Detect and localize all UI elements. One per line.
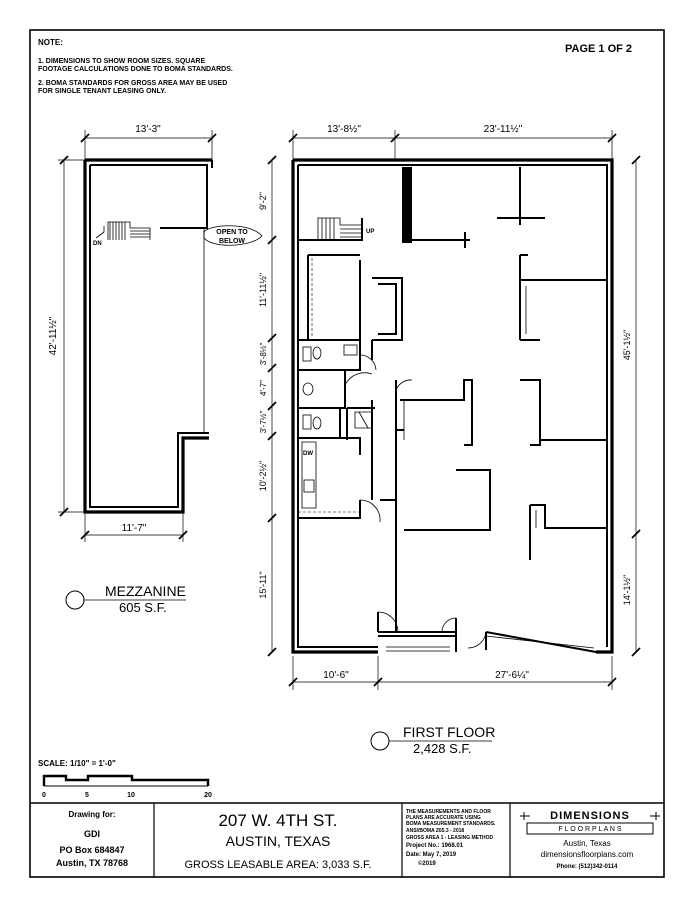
ff-title: FIRST FLOOR (403, 724, 495, 740)
ff-dim-left-2: 11'-11½" (258, 273, 268, 307)
drawing-for-label: Drawing for: (68, 810, 115, 819)
ff-dim-right-2: 14'-1½" (622, 575, 632, 605)
gross-leasable-area: GROSS LEASABLE AREA: 3,033 S.F. (184, 859, 371, 871)
ff-area: 2,428 S.F. (413, 741, 472, 756)
scale-tick-10: 10 (127, 792, 135, 799)
ff-dim-left-1: 9'-2" (258, 192, 268, 210)
note-1b: FOOTAGE CALCULATIONS DONE TO BOMA STANDA… (38, 66, 233, 73)
company-logo: DIMENSIONS F L O O R P L A N S (520, 810, 660, 835)
client-address-1: PO Box 684847 (59, 845, 124, 855)
note-2b: FOR SINGLE TENANT LEASING ONLY. (38, 88, 166, 95)
property-city: AUSTIN, TEXAS (226, 833, 331, 849)
mezz-stair: DN (93, 221, 151, 247)
mezz-title-marker (65, 590, 85, 610)
mezz-title: MEZZANINE (105, 583, 186, 599)
mezz-area: 605 S.F. (119, 600, 167, 615)
company-subtitle: F L O O R P L A N S (558, 826, 621, 833)
ff-stair-label: UP (366, 229, 374, 235)
ff-column-wall (402, 167, 412, 243)
std-line-1: THE MEASUREMENTS AND FLOOR (406, 809, 491, 815)
restroom-lower (298, 407, 375, 440)
mezz-dim-bottom: 11'-7" (122, 523, 147, 534)
company-city: Austin, Texas (563, 839, 610, 848)
drawing-date: Date: May 7, 2019 (406, 852, 457, 858)
ff-title-marker (370, 731, 390, 751)
note-1a: 1. DIMENSIONS TO SHOW ROOM SIZES. SQUARE (38, 58, 205, 65)
client-address-2: Austin, TX 78768 (56, 858, 128, 868)
open-to-below-callout: OPEN TO BELOW (203, 225, 263, 246)
ff-dim-top-right: 23'-11½" (484, 124, 523, 135)
sheet-border (29, 29, 665, 878)
notes-block: NOTE: 1. DIMENSIONS TO SHOW ROOM SIZES. … (38, 38, 233, 95)
restroom-middle (298, 369, 373, 409)
dw-label: DW (303, 451, 313, 457)
ff-stair: UP (298, 217, 374, 241)
kitchen: DW (298, 437, 381, 523)
scale-tick-5: 5 (85, 792, 89, 799)
ff-dim-top-left: 13'-8½" (327, 124, 361, 135)
restroom-upper (298, 339, 377, 371)
property-address: 207 W. 4TH ST. (218, 811, 337, 830)
ff-dim-left-3: 3'-8½" (259, 343, 268, 366)
notes-heading: NOTE: (38, 38, 63, 47)
ff-dim-left-6: 10'-2½" (258, 461, 268, 491)
mezz-stair-label: DN (93, 241, 102, 247)
std-line-4: ANSI/BOMA Z65.3 - 2018 (406, 828, 464, 834)
ff-dim-bottom-right: 27'-6¼" (495, 669, 529, 681)
title-block: Drawing for: GDI PO Box 684847 Austin, T… (30, 802, 664, 877)
mezz-dim-top: 13'-3" (135, 124, 161, 135)
open-to-label-1: OPEN TO (216, 229, 248, 236)
scale-tick-0: 0 (42, 792, 46, 799)
ff-dim-left-7: 15'-11" (258, 571, 268, 598)
company-website: dimensionsfloorplans.com (541, 850, 634, 859)
std-line-2: PLANS ARE ACCURATE USING (406, 815, 481, 821)
ff-dim-left-5: 3'-7½" (259, 411, 268, 434)
note-2a: 2. BOMA STANDARDS FOR GROSS AREA MAY BE … (38, 80, 227, 87)
project-number: Project No.: 1968.01 (406, 843, 464, 849)
company-name: DIMENSIONS (550, 810, 630, 822)
mezz-dim-left: 42'-11½" (48, 316, 59, 355)
open-to-label-2: BELOW (219, 238, 245, 245)
page-label: PAGE 1 OF 2 (565, 43, 632, 55)
copyright: ©2019 (418, 860, 436, 867)
ff-dim-bottom-left: 10'-6" (323, 670, 349, 681)
scale-label: SCALE: 1/10" = 1'-0" (38, 759, 116, 768)
scale-bar: SCALE: 1/10" = 1'-0" 0 5 10 20 (38, 759, 212, 799)
mezzanine-plan: 13'-3" 42'-11½" DN (48, 124, 263, 615)
first-floor-plan: 13'-8½" 23'-11½" 9'-2" 11'-11½" 3'-8½" 4… (258, 124, 641, 756)
ff-dim-right-1: 45'-1½" (622, 330, 632, 360)
client-name: GDI (84, 829, 100, 839)
company-phone: Phone: (512)342-0114 (556, 864, 618, 870)
std-line-3: BOMA MEASUREMENT STANDARDS. (406, 821, 496, 827)
scale-tick-20: 20 (204, 792, 212, 799)
ff-dim-left-4: 4'-7" (259, 380, 268, 396)
std-line-5: GROSS AREA 1 - LEASING METHOD (406, 835, 494, 841)
